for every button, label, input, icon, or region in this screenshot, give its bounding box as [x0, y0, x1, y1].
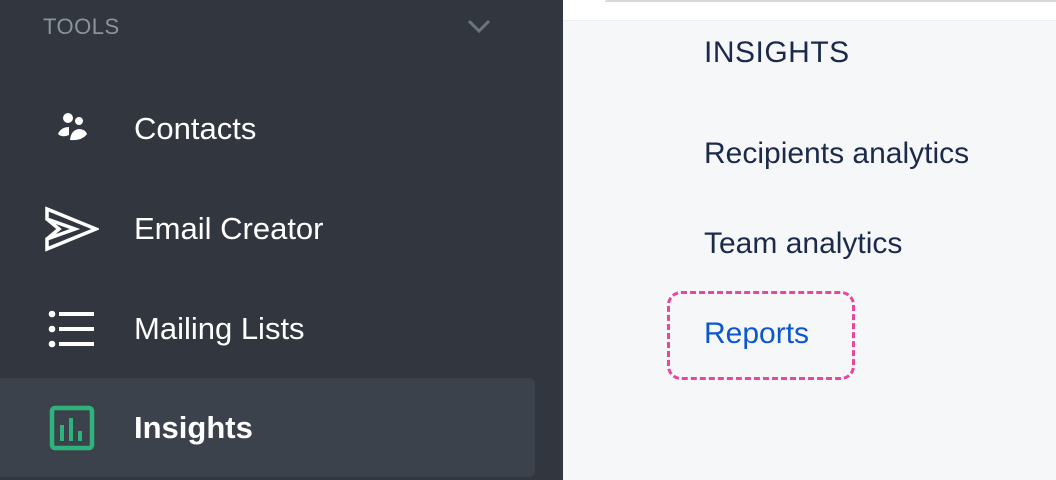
tools-section-label: TOOLS: [43, 14, 120, 39]
team-analytics-link[interactable]: Team analytics: [704, 227, 903, 260]
sidebar-item-mailing-lists[interactable]: Mailing Lists: [0, 279, 535, 378]
highlight-annotation: [667, 291, 855, 380]
sidebar-item-insights[interactable]: Insights: [0, 378, 535, 477]
recipients-analytics-link[interactable]: Recipients analytics: [704, 137, 970, 170]
chevron-down-icon[interactable]: [466, 16, 492, 36]
sidebar: TOOLS Contacts Email Creator Mailing Lis…: [0, 0, 563, 480]
submenu-heading: INSIGHTS: [704, 36, 850, 69]
sidebar-item-contacts[interactable]: Contacts: [0, 79, 535, 178]
bar-chart-icon: [44, 404, 100, 452]
send-icon: [44, 205, 100, 253]
contacts-icon: [44, 105, 100, 153]
reports-link[interactable]: Reports: [704, 317, 810, 350]
sidebar-item-email-creator[interactable]: Email Creator: [0, 179, 535, 278]
sidebar-item-label: Contacts: [134, 110, 257, 146]
sidebar-item-label: Mailing Lists: [134, 310, 305, 346]
panel-top-bar: [563, 0, 1056, 21]
list-icon: [44, 305, 100, 353]
sidebar-item-label: Insights: [134, 409, 253, 445]
sidebar-item-label: Email Creator: [134, 210, 324, 246]
